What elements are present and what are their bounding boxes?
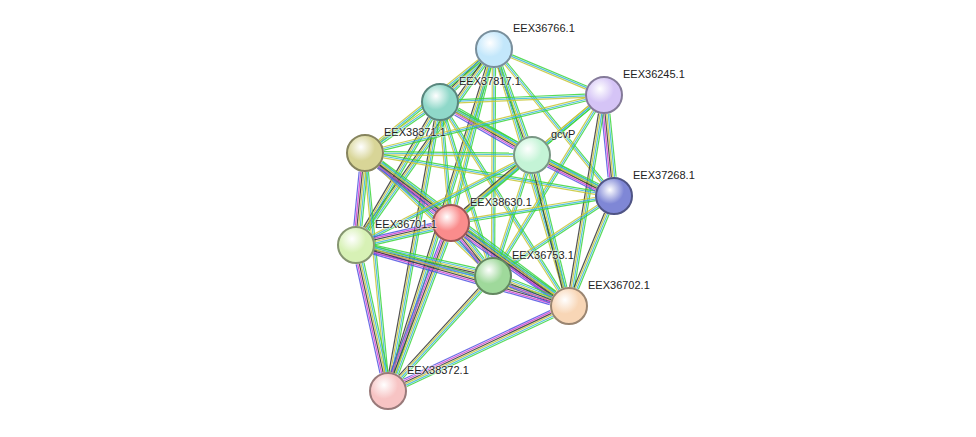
protein-circle (513, 136, 551, 174)
evidence-line (361, 263, 385, 372)
protein-node: EEX36702.1 (550, 287, 588, 325)
protein-label: EEX36702.1 (588, 279, 650, 292)
protein-circle (550, 287, 588, 325)
interaction-edge (399, 288, 482, 378)
evidence-line (512, 55, 587, 86)
protein-circle (595, 177, 633, 215)
protein-label: EEX37817.1 (459, 75, 521, 88)
evidence-line (454, 115, 513, 149)
protein-node: EEX36766.1 (475, 30, 513, 68)
evidence-line (509, 287, 550, 303)
protein-circle (475, 30, 513, 68)
protein-node: EEX37268.1 (595, 177, 633, 215)
protein-node: EEX36753.1 (474, 257, 512, 295)
protein-label: EEX36245.1 (623, 68, 685, 81)
evidence-line (407, 318, 554, 387)
protein-circle (369, 372, 407, 410)
evidence-line (492, 68, 494, 257)
evidence-line (359, 264, 383, 373)
protein-node: EEX37817.1 (421, 83, 459, 121)
evidence-line (383, 98, 585, 147)
interaction-edge (491, 68, 495, 257)
protein-label: EEX36766.1 (513, 22, 575, 35)
evidence-line (509, 206, 598, 265)
evidence-line (373, 254, 549, 305)
evidence-line (467, 108, 591, 212)
protein-label: EEX38371.1 (384, 126, 446, 139)
interaction-edge (354, 172, 367, 227)
interaction-edge (547, 160, 599, 191)
interaction-edge (459, 94, 585, 103)
protein-circle (474, 257, 512, 295)
evidence-line (549, 164, 597, 188)
protein-label: EEX38372.1 (407, 364, 469, 377)
evidence-line (460, 240, 478, 263)
interaction-edge (602, 114, 616, 178)
evidence-line (383, 99, 585, 148)
interaction-edge (508, 205, 599, 267)
protein-node: EEX38371.1 (346, 134, 384, 172)
evidence-line (508, 205, 597, 264)
protein-node: gcvP (513, 136, 551, 174)
evidence-line (602, 114, 608, 177)
interaction-edge (509, 279, 553, 302)
protein-node: EEX36701.1 (337, 226, 375, 264)
evidence-line (404, 312, 551, 381)
interaction-edge (384, 152, 513, 157)
evidence-line (406, 315, 553, 384)
protein-circle (421, 83, 459, 121)
evidence-line (548, 166, 596, 190)
evidence-line (549, 163, 597, 187)
evidence-line (465, 106, 589, 210)
evidence-line (384, 155, 513, 157)
evidence-line (356, 264, 380, 373)
protein-label: EEX38630.1 (470, 196, 532, 209)
evidence-line (384, 101, 586, 150)
evidence-line (466, 107, 590, 211)
evidence-line (578, 214, 609, 289)
evidence-line (510, 285, 551, 301)
evidence-line (510, 284, 551, 300)
protein-label: EEX37268.1 (633, 169, 695, 182)
evidence-line (547, 167, 595, 191)
interaction-edge (383, 98, 586, 150)
interaction-edge (574, 213, 609, 290)
evidence-line (461, 239, 479, 262)
evidence-line (512, 56, 587, 87)
evidence-line (362, 263, 386, 372)
evidence-line (401, 291, 480, 378)
evidence-line (406, 316, 553, 385)
protein-circle (585, 76, 623, 114)
evidence-line (403, 292, 482, 379)
evidence-line (577, 214, 608, 289)
evidence-line (491, 68, 493, 257)
evidence-line (511, 58, 586, 89)
interaction-edge (465, 106, 591, 212)
interaction-edge (404, 310, 554, 386)
interaction-edge (497, 173, 527, 259)
protein-circle (346, 134, 384, 172)
evidence-line (575, 213, 606, 288)
protein-node: EEX36245.1 (585, 76, 623, 114)
evidence-line (405, 313, 552, 382)
evidence-line (354, 172, 359, 226)
protein-label: gcvP (551, 128, 575, 141)
evidence-line (379, 166, 480, 263)
protein-node: EEX38630.1 (432, 204, 470, 242)
evidence-line (550, 161, 598, 185)
protein-circle (337, 226, 375, 264)
evidence-line (404, 310, 551, 379)
interaction-edge (356, 263, 388, 374)
evidence-line (358, 264, 382, 373)
protein-label: EEX36753.1 (512, 249, 574, 262)
protein-node: EEX38372.1 (369, 372, 407, 410)
protein-circle (432, 204, 470, 242)
protein-label: EEX36701.1 (375, 218, 437, 231)
evidence-line (574, 213, 605, 288)
